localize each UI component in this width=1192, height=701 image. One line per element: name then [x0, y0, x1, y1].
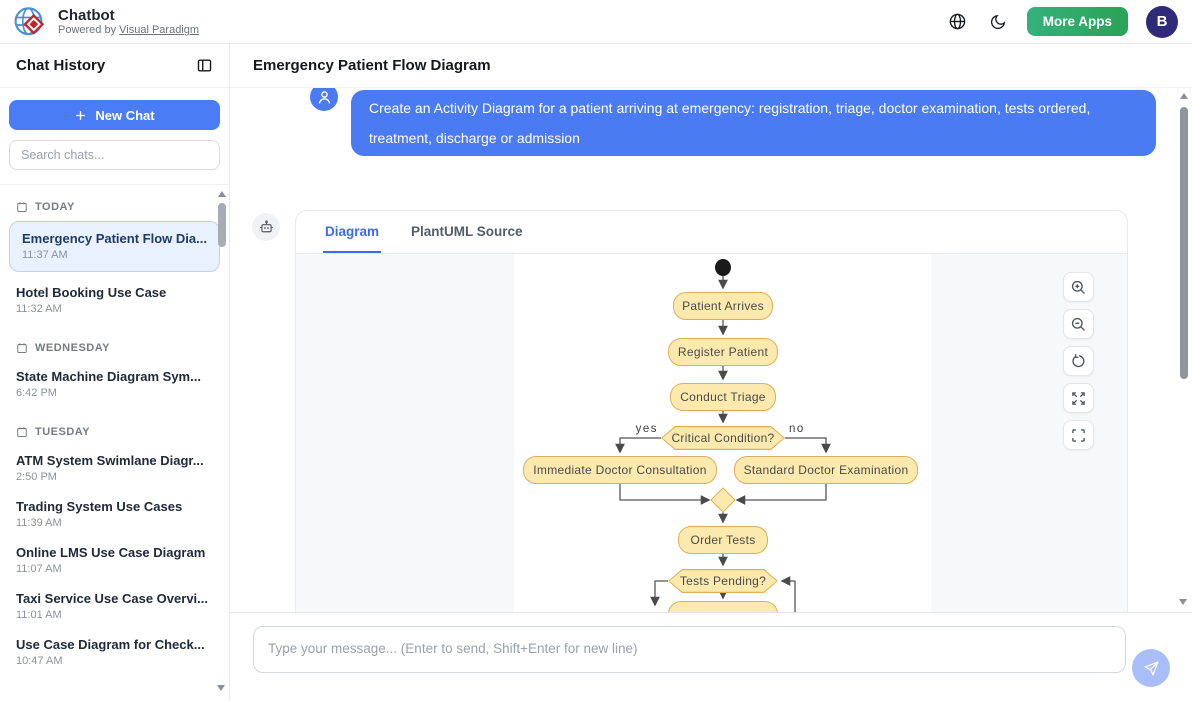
more-apps-button[interactable]: More Apps	[1026, 7, 1128, 36]
chat-history-item[interactable]: Trading System Use Cases 11:39 AM	[0, 492, 229, 538]
app-header: Chatbot Powered by Visual Paradigm More …	[0, 0, 1192, 44]
chat-item-time: 10:47 AM	[16, 655, 63, 667]
main-panel: Emergency Patient Flow Diagram Create an…	[230, 44, 1192, 701]
chat-item-time: 11:39 AM	[16, 517, 62, 529]
language-globe-button[interactable]	[946, 10, 969, 33]
sidebar: Chat History New Chat TODAY	[0, 44, 230, 701]
send-button[interactable]	[1132, 649, 1170, 687]
bot-avatar	[252, 213, 280, 241]
scroll-up-arrow[interactable]	[1179, 93, 1188, 99]
activity-node-clipped	[668, 601, 778, 612]
globe-icon	[949, 13, 966, 30]
activity-node: Immediate Doctor Consultation	[523, 456, 717, 484]
robot-icon	[259, 219, 273, 232]
tab-diagram[interactable]: Diagram	[323, 224, 382, 253]
guard-label-no: no	[789, 423, 805, 435]
bot-message-row: Diagram PlantUML Source	[252, 210, 1128, 612]
activity-node: Register Patient	[668, 338, 778, 366]
search-chats-input[interactable]	[9, 140, 220, 170]
panel-toggle-icon	[197, 59, 212, 72]
calendar-icon	[17, 427, 27, 437]
diagram-card: Diagram PlantUML Source	[295, 210, 1128, 612]
moon-icon	[990, 14, 1005, 29]
reset-icon	[1072, 353, 1085, 367]
chat-history-heading: Chat History	[16, 57, 106, 74]
activity-node: Patient Arrives	[673, 292, 773, 320]
person-icon	[318, 90, 330, 104]
chat-history-item[interactable]: Online LMS Use Case Diagram 11:07 AM	[0, 538, 229, 584]
user-message-avatar	[310, 88, 338, 111]
zoom-out-button[interactable]	[1063, 309, 1094, 339]
send-plane-icon	[1143, 660, 1159, 676]
calendar-icon	[17, 202, 27, 212]
chat-history-item[interactable]: State Machine Diagram Sym... 6:42 PM	[0, 362, 229, 408]
chat-history-item[interactable]: Taxi Service Use Case Overvi... 11:01 AM	[0, 584, 229, 630]
app-title: Chatbot	[58, 6, 115, 24]
decision-node: Critical Condition?	[661, 426, 785, 450]
section-header-tuesday: TUESDAY	[0, 416, 229, 446]
scroll-down-arrow[interactable]	[1179, 599, 1187, 605]
conversation-title: Emergency Patient Flow Diagram	[230, 44, 1192, 88]
section-header-today: TODAY	[0, 191, 229, 221]
chat-item-time: 11:07 AM	[16, 563, 62, 575]
dark-mode-button[interactable]	[987, 11, 1009, 33]
calendar-icon	[17, 343, 27, 353]
chat-history-item[interactable]: Hotel Booking Use Case 11:32 AM	[0, 278, 229, 324]
diagram-tabbar: Diagram PlantUML Source	[296, 211, 1127, 254]
message-input[interactable]	[253, 626, 1126, 673]
fit-frame-icon	[1072, 428, 1085, 442]
fit-view-button[interactable]	[1063, 420, 1094, 450]
activity-node: Order Tests	[678, 526, 768, 554]
user-account-avatar[interactable]: B	[1146, 5, 1178, 38]
chat-item-time: 11:37 AM	[22, 249, 68, 261]
chat-history-item[interactable]: ATM System Swimlane Diagr... 2:50 PM	[0, 446, 229, 492]
zoom-out-icon	[1071, 317, 1085, 331]
decision-node: Tests Pending?	[668, 569, 778, 593]
chat-history-list: TODAY Emergency Patient Flow Dia... 11:3…	[0, 185, 229, 701]
zoom-in-icon	[1071, 280, 1085, 294]
chat-history-item[interactable]: Emergency Patient Flow Dia... 11:37 AM	[9, 221, 220, 272]
diagram-canvas[interactable]: Patient Arrives Register Patient Conduct…	[296, 254, 1127, 612]
powered-by: Powered by Visual Paradigm	[58, 24, 200, 37]
user-message-bubble: Create an Activity Diagram for a patient…	[351, 90, 1156, 156]
start-node	[715, 259, 731, 276]
scroll-up-arrow[interactable]	[217, 191, 226, 197]
sidebar-scrollbar[interactable]	[215, 185, 228, 701]
chat-history-item[interactable]: Use Case Diagram for Check... 10:47 AM	[0, 630, 229, 676]
chat-item-time: 11:32 AM	[16, 303, 62, 315]
zoom-in-button[interactable]	[1063, 272, 1094, 302]
tab-plantuml-source[interactable]: PlantUML Source	[411, 224, 523, 239]
chat-item-time: 11:01 AM	[16, 609, 62, 621]
chat-messages-area: Create an Activity Diagram for a patient…	[230, 88, 1192, 612]
collapse-sidebar-button[interactable]	[194, 55, 215, 76]
section-header-wednesday: WEDNESDAY	[0, 332, 229, 362]
chat-item-time: 6:42 PM	[16, 387, 57, 399]
activity-node: Standard Doctor Examination	[734, 456, 918, 484]
reset-view-button[interactable]	[1063, 346, 1094, 376]
scrollbar-thumb[interactable]	[1179, 107, 1188, 379]
scroll-down-arrow[interactable]	[217, 685, 225, 691]
diagram-controls	[1063, 272, 1094, 450]
guard-label-yes: yes	[635, 423, 658, 435]
scrollbar-thumb[interactable]	[217, 203, 226, 247]
user-message-row: Create an Activity Diagram for a patient…	[310, 88, 1156, 156]
visual-paradigm-link[interactable]: Visual Paradigm	[119, 24, 200, 37]
expand-fullscreen-button[interactable]	[1063, 383, 1094, 413]
activity-node: Conduct Triage	[670, 383, 776, 411]
visual-paradigm-logo	[14, 6, 45, 35]
plus-icon	[76, 110, 86, 120]
message-input-bar	[230, 612, 1192, 701]
new-chat-button[interactable]: New Chat	[9, 100, 220, 130]
chat-scrollbar[interactable]	[1177, 88, 1190, 612]
expand-icon	[1072, 391, 1085, 405]
chat-item-time: 2:50 PM	[16, 471, 57, 483]
